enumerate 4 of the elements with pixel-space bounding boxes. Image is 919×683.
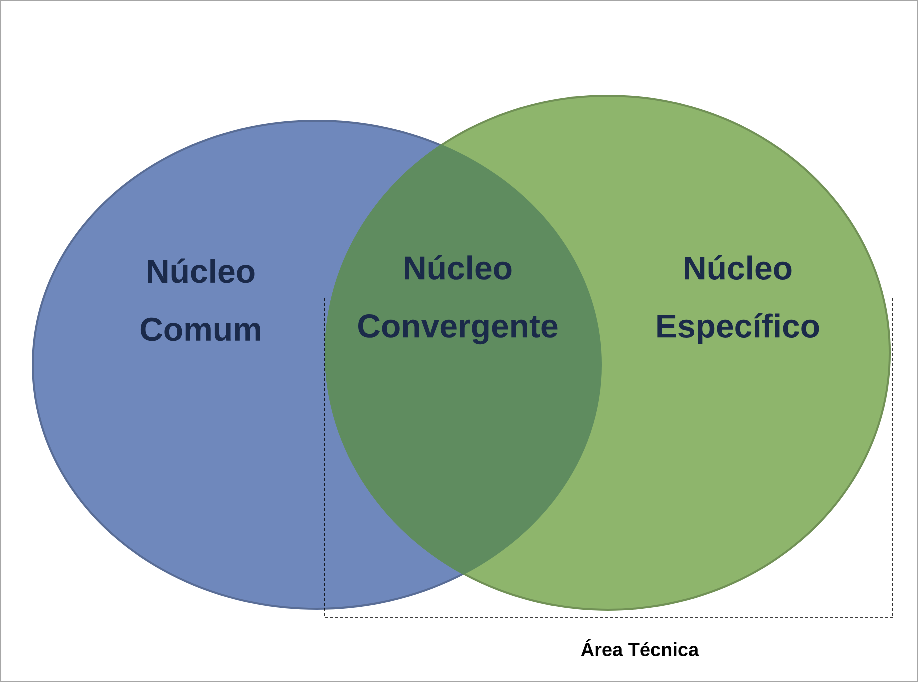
- region-label: Núcleo Específico: [658, 255, 820, 345]
- bracket-label: Área Técnica: [581, 640, 700, 656]
- region-label: Núcleo Convergente: [358, 255, 558, 345]
- region-label: Núcleo Comum: [140, 258, 260, 342]
